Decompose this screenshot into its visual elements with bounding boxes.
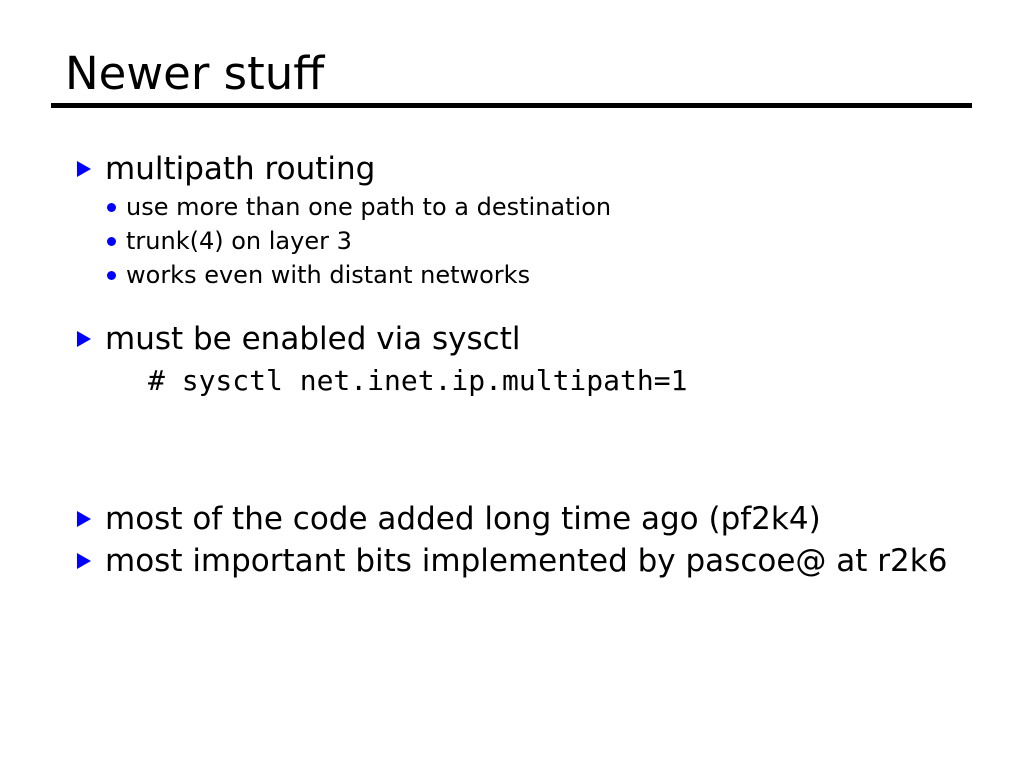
triangle-right-icon (77, 511, 91, 527)
list-item-label: trunk(4) on layer 3 (126, 227, 352, 255)
list-item: must be enabled via sysctl (0, 318, 1024, 360)
command-line: # sysctl net.inet.ip.multipath=1 (148, 364, 688, 397)
triangle-right-icon (77, 331, 91, 347)
list-item-label: multipath routing (105, 151, 376, 187)
round-dot-icon (107, 271, 116, 280)
list-item: multipath routing (0, 148, 1024, 190)
round-dot-icon (107, 237, 116, 246)
list-item-label: must be enabled via sysctl (105, 321, 521, 357)
round-dot-icon (107, 203, 116, 212)
list-item-label: most important bits implemented by pasco… (105, 543, 948, 579)
vertical-spacer (0, 402, 1024, 498)
page-title: Newer stuff (65, 47, 325, 100)
list-item: works even with distant networks (0, 258, 1024, 292)
triangle-right-icon (77, 161, 91, 177)
slide-title-block: Newer stuff (0, 47, 1024, 108)
list-item-label: most of the code added long time ago (pf… (105, 501, 821, 537)
list-item: most of the code added long time ago (pf… (0, 498, 1024, 540)
list-item-label: works even with distant networks (126, 261, 531, 289)
slide-body: multipath routing use more than one path… (0, 148, 1024, 582)
bullet-list: multipath routing use more than one path… (0, 148, 1024, 582)
vertical-spacer (0, 292, 1024, 318)
title-divider (51, 103, 972, 108)
list-item: use more than one path to a destination (0, 190, 1024, 224)
triangle-right-icon (77, 553, 91, 569)
list-item: trunk(4) on layer 3 (0, 224, 1024, 258)
list-item-label: use more than one path to a destination (126, 193, 612, 221)
list-item: most important bits implemented by pasco… (0, 540, 1024, 582)
